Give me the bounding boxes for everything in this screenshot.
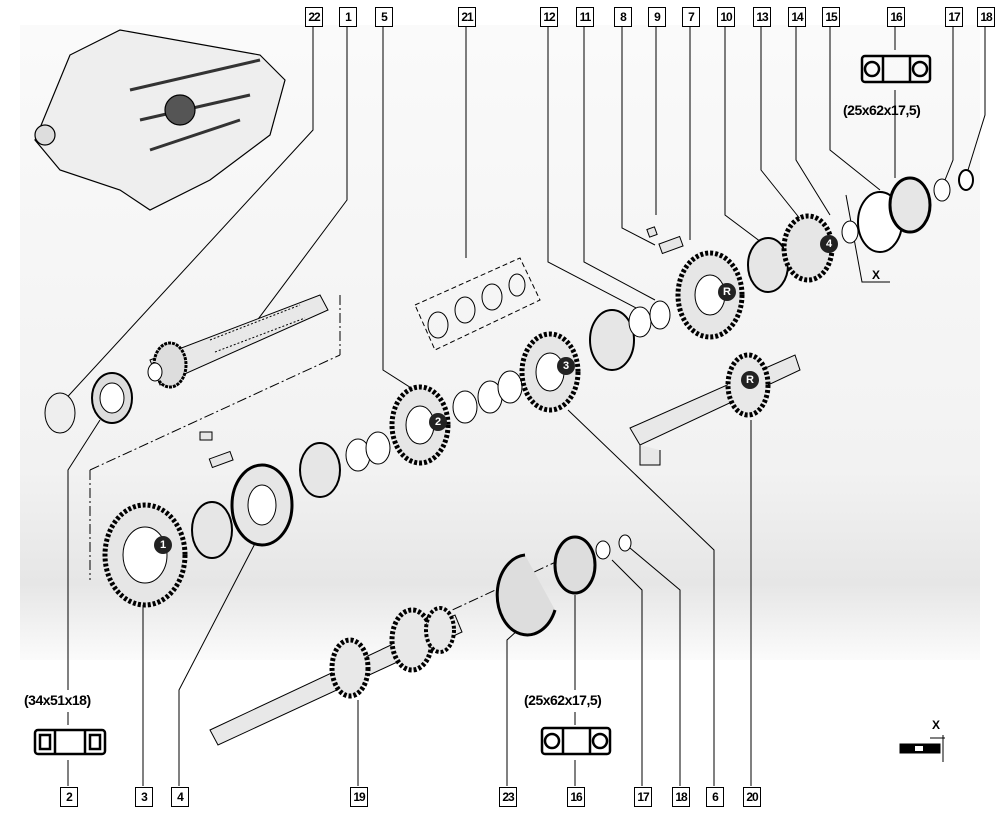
callout-5: 5 <box>375 7 393 27</box>
gear-marker-reverse: R <box>718 283 736 301</box>
synchro-rings-21 <box>414 257 541 351</box>
gear-marker-4: 4 <box>820 235 838 253</box>
output-shaft-19 <box>209 606 463 746</box>
callout-19: 19 <box>350 787 368 807</box>
cap-22 <box>44 392 76 434</box>
callout-13: 13 <box>753 7 771 27</box>
x-legend-label: X <box>932 718 941 732</box>
callout-10: 10 <box>717 7 735 27</box>
gearbox-housing <box>34 29 286 211</box>
bearing-16 <box>495 534 632 637</box>
callout-21: 21 <box>458 7 476 27</box>
gears <box>102 169 974 608</box>
x-annotation: X <box>872 268 881 282</box>
reverse-shaft <box>629 352 801 466</box>
callout-7: 7 <box>682 7 700 27</box>
bearing-dims-bottom: (25x62x17,5) <box>524 692 602 708</box>
primary-shaft <box>147 294 329 389</box>
callout-9: 9 <box>648 7 666 27</box>
callout-22: 22 <box>305 7 323 27</box>
callout-2: 2 <box>60 787 78 807</box>
callout-1: 1 <box>339 7 357 27</box>
bearing-dims-left: (34x51x18) <box>24 692 91 708</box>
bearing-dims-top: (25x62x17,5) <box>843 102 921 118</box>
callout-18-bottom: 18 <box>672 787 690 807</box>
callout-16: 16 <box>887 7 905 27</box>
bearing-symbol-top <box>860 54 932 84</box>
bearing-2 <box>91 372 133 424</box>
callout-4: 4 <box>171 787 189 807</box>
leader-lines <box>59 26 986 786</box>
callout-12: 12 <box>540 7 558 27</box>
gear-marker-reverse-idler: R <box>741 371 759 389</box>
callout-16-bottom: 16 <box>567 787 585 807</box>
bearing-symbol-bottom <box>540 726 612 756</box>
callout-20: 20 <box>743 787 761 807</box>
callout-14: 14 <box>788 7 806 27</box>
gear-marker-1: 1 <box>154 536 172 554</box>
callout-17-bottom: 17 <box>634 787 652 807</box>
callout-11: 11 <box>576 7 594 27</box>
callout-3: 3 <box>135 787 153 807</box>
gear-marker-3: 3 <box>557 357 575 375</box>
x-dimension-legend <box>899 735 945 762</box>
callout-8: 8 <box>614 7 632 27</box>
bearing-symbol-left <box>33 728 107 756</box>
callout-17: 17 <box>945 7 963 27</box>
callout-18: 18 <box>977 7 995 27</box>
callout-15: 15 <box>822 7 840 27</box>
callout-6: 6 <box>706 787 724 807</box>
gear-marker-2: 2 <box>429 413 447 431</box>
callout-23: 23 <box>499 787 517 807</box>
